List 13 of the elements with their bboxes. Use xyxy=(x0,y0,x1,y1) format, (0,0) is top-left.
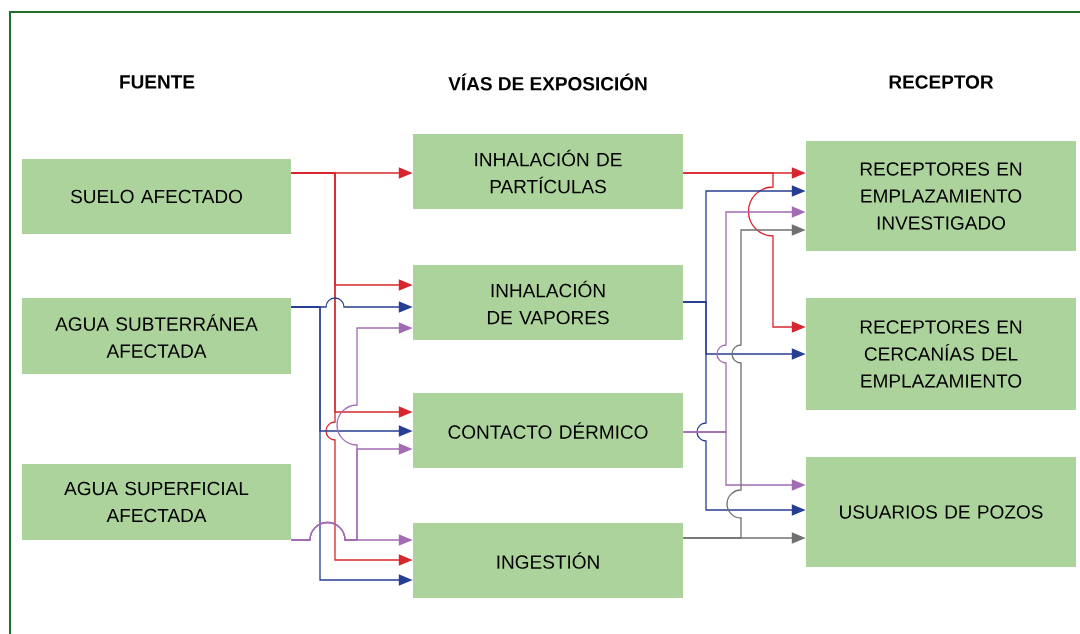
column-heading: FUENTE xyxy=(120,75,195,89)
column-heading: RECEPTOR xyxy=(889,75,994,89)
text-box: RECEPTORES EN CERCANÍAS DEL EMPLAZAMIENTO xyxy=(806,298,1076,410)
text-box: INHALACIÓN DE PARTÍCULAS xyxy=(413,134,683,209)
text-box: RECEPTORES EN EMPLAZAMIENTO INVESTIGADO xyxy=(806,141,1076,251)
text-box: INHALACIÓN DE VAPORES xyxy=(413,265,683,340)
text-box: SUELO AFECTADO xyxy=(22,159,291,234)
text-box: INGESTIÓN xyxy=(413,523,683,598)
text-box: AGUA SUBTERRÁNEA AFECTADA xyxy=(22,298,291,374)
text-box: USUARIOS DE POZOS xyxy=(806,457,1076,567)
text-box: AGUA SUPERFICIAL AFECTADA xyxy=(22,464,291,540)
column-heading: VÍAS DE EXPOSICIÓN xyxy=(448,73,647,91)
text-box: CONTACTO DÉRMICO xyxy=(413,393,683,468)
